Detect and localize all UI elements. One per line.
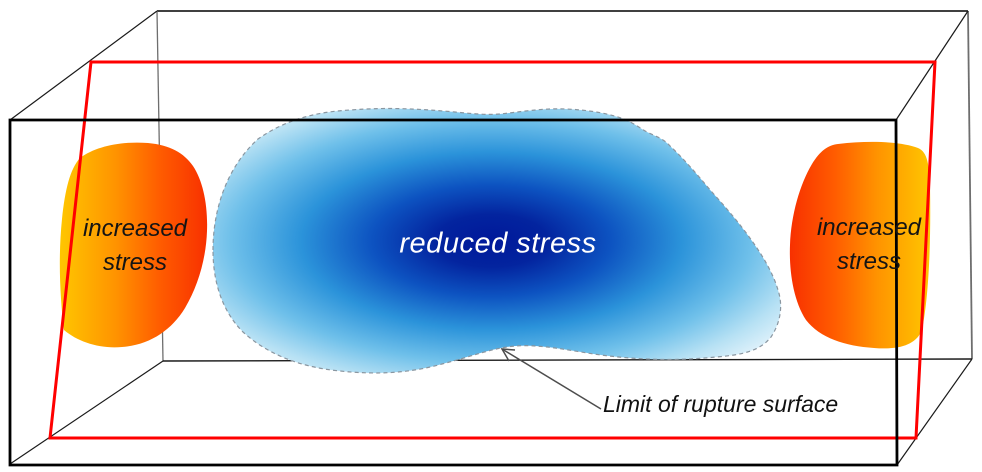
box-diagonal-top-left — [9, 10, 158, 121]
annotation-arrow-shaft — [501, 348, 602, 410]
annotation-arrow — [500, 348, 602, 410]
box-back-bottom-edge — [162, 358, 973, 362]
box-back-right-edge — [967, 10, 973, 360]
box-front-face — [8, 118, 899, 467]
increased-stress-region-left — [59, 142, 208, 348]
reduced-stress-region — [212, 107, 782, 374]
reduced-stress-label: reduced stress — [399, 227, 597, 260]
rupture-surface-outline — [48, 60, 937, 440]
box-diagonal-bottom-left — [9, 360, 164, 465]
box-diagonal-top-right — [895, 10, 969, 121]
rupture-annotation-label: Limit of rupture surface — [603, 391, 839, 417]
box-diagonal-bottom-right — [896, 358, 973, 466]
annotation-arrowhead-icon — [500, 348, 516, 362]
increased-stress-label-right: increased stress — [816, 214, 922, 275]
increased-stress-label-left: increased stress — [82, 215, 188, 276]
